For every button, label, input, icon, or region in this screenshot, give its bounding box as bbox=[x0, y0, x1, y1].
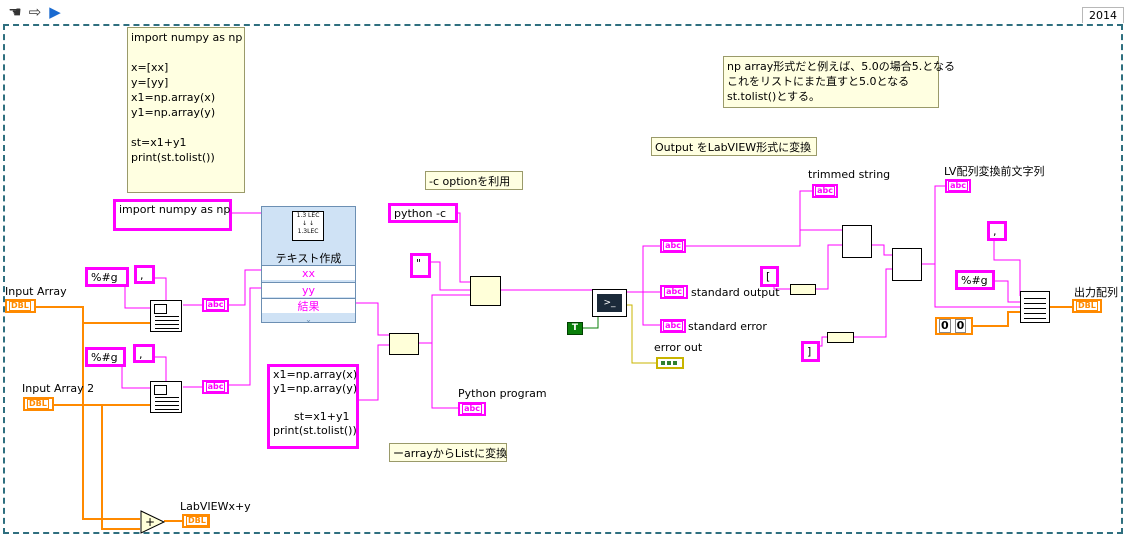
error-out-label: error out bbox=[654, 341, 703, 354]
python-program-label: Python program bbox=[458, 387, 547, 400]
comma-constant[interactable]: , bbox=[134, 265, 155, 284]
plus-icon: + bbox=[145, 515, 155, 529]
string-subset-node-2[interactable] bbox=[827, 332, 854, 343]
standard-error-label: standard error bbox=[688, 320, 767, 333]
express-input-xx[interactable]: xx bbox=[262, 265, 355, 280]
output-array-label: 出力配列 bbox=[1074, 286, 1118, 299]
format-icon bbox=[154, 385, 167, 395]
string-subset-node[interactable] bbox=[790, 284, 816, 295]
error-cluster-icon bbox=[661, 361, 679, 365]
concatenate-strings-node-2[interactable] bbox=[470, 276, 501, 306]
python-code-comment: import numpy as np x=[xx] y=[yy] x1=np.a… bbox=[127, 27, 245, 193]
format-string-constant[interactable]: %#g bbox=[85, 267, 129, 287]
output-labview-comment: Output をLabVIEW形式に変換 bbox=[651, 137, 817, 156]
comma-constant-2[interactable]: , bbox=[133, 344, 155, 363]
lv-before-label: LV配列変換前文字列 bbox=[944, 165, 1045, 178]
input-array-control[interactable]: DBL bbox=[5, 299, 36, 313]
input-array-2-label: Input Array 2 bbox=[22, 382, 95, 395]
array-index-constant[interactable]: 0 0 bbox=[935, 317, 973, 335]
spreadsheet-grid-icon bbox=[155, 396, 179, 410]
trimmed-string-indicator[interactable]: abc bbox=[812, 184, 838, 198]
array-to-list-comment: ーarrayからListに変換 bbox=[389, 443, 507, 462]
python-code-constant[interactable]: x1=np.array(x) y1=np.array(y) st=x1+y1 p… bbox=[267, 364, 359, 449]
tolist-note-comment: np array形式だと例えば、5.0の場合5.となる これをリストにまた直すと… bbox=[723, 56, 955, 108]
string-wire-tunnel-1: abc bbox=[202, 298, 229, 312]
standard-output-label: standard output bbox=[691, 286, 780, 299]
version-tab: 2014 bbox=[1082, 7, 1124, 23]
format-text-icon: 1.3 LEC↓ ↓1.3LEC bbox=[292, 211, 324, 241]
system-exec-node[interactable]: >_ bbox=[592, 289, 627, 317]
string-wire-tunnel-3: abc bbox=[660, 239, 686, 253]
output-array-indicator[interactable]: DBL bbox=[1072, 299, 1102, 313]
concatenate-strings-node[interactable] bbox=[389, 333, 419, 355]
close-bracket-constant[interactable]: ] bbox=[801, 341, 820, 362]
true-constant[interactable]: T bbox=[567, 322, 583, 335]
labview-sum-indicator[interactable]: DBL bbox=[182, 514, 210, 528]
hand-icon[interactable]: ☚ bbox=[8, 3, 22, 21]
trimmed-string-label: trimmed string bbox=[808, 168, 891, 181]
c-option-comment: -c optionを利用 bbox=[425, 171, 523, 190]
format-string-constant-2[interactable]: %#g bbox=[85, 347, 126, 367]
error-out-indicator[interactable] bbox=[656, 357, 684, 369]
block-diagram-frame bbox=[3, 24, 1123, 534]
format-into-text-express-vi[interactable]: 1.3 LEC↓ ↓1.3LEC テキスト作成 xx yy 結果 ⌄ bbox=[261, 206, 356, 324]
lv-before-indicator[interactable]: abc bbox=[945, 179, 971, 193]
array-to-spreadsheet-string-node[interactable] bbox=[150, 300, 182, 332]
terminal-icon: >_ bbox=[597, 294, 622, 312]
python-program-indicator[interactable]: abc bbox=[458, 402, 486, 416]
open-bracket-constant[interactable]: [ bbox=[760, 266, 779, 287]
express-vi-title: テキスト作成 bbox=[275, 252, 342, 265]
array-to-spreadsheet-string-node-2[interactable] bbox=[150, 381, 182, 413]
right-arrow-icon[interactable]: ⇨ bbox=[28, 3, 42, 21]
spreadsheet-grid-icon bbox=[1024, 295, 1046, 319]
format-string-constant-3[interactable]: %#g bbox=[955, 270, 995, 290]
express-input-yy[interactable]: yy bbox=[262, 282, 355, 297]
quote-constant[interactable]: " bbox=[410, 253, 431, 278]
spreadsheet-string-to-array-node[interactable] bbox=[1020, 291, 1050, 323]
add-node[interactable]: + bbox=[140, 510, 166, 534]
string-wire-tunnel-2: abc bbox=[202, 380, 229, 394]
search-and-replace-node[interactable] bbox=[842, 225, 872, 258]
standard-error-indicator[interactable]: abc bbox=[660, 319, 686, 333]
input-array-label: Input Array bbox=[5, 285, 67, 298]
express-output-result[interactable]: 結果 bbox=[262, 298, 355, 313]
labview-sum-label: LabVIEWx+y bbox=[180, 500, 251, 513]
expand-chevron-icon[interactable]: ⌄ bbox=[305, 315, 312, 324]
spreadsheet-grid-icon bbox=[155, 315, 179, 329]
input-array-2-control[interactable]: DBL bbox=[23, 397, 54, 411]
import-numpy-constant[interactable]: import numpy as np bbox=[113, 199, 232, 231]
comma-constant-3[interactable]: , bbox=[987, 221, 1007, 241]
format-icon bbox=[154, 304, 167, 314]
toolbar: ☚ ⇨ ▶ 2014 bbox=[0, 0, 1127, 24]
python-c-constant[interactable]: python -c bbox=[388, 203, 458, 223]
run-icon[interactable]: ▶ bbox=[49, 3, 61, 21]
standard-output-indicator[interactable]: abc bbox=[660, 285, 688, 299]
search-and-replace-node-2[interactable] bbox=[892, 248, 922, 281]
